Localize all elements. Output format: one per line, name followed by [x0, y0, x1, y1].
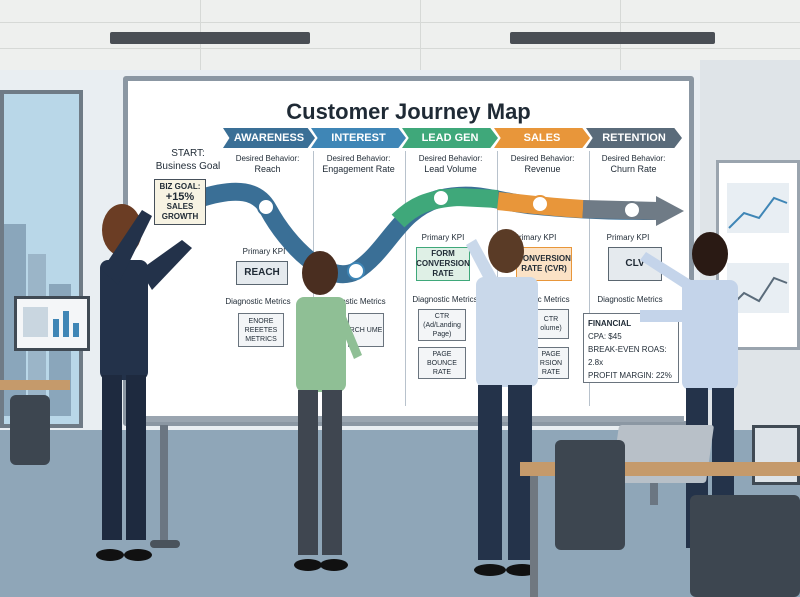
behavior-lead-gen: Desired Behavior:Lead Volume	[403, 153, 498, 175]
diagnostic-page-conversion: PAGE RSION RATE	[533, 347, 569, 379]
column-divider	[589, 151, 590, 406]
city-skyline	[4, 224, 71, 416]
primary-kpi-label: Primary KPI	[513, 233, 557, 242]
stage-node	[257, 198, 275, 216]
financial-box: FINANCIAL CPA: $45 BREAK-EVEN ROAS: 2.8x…	[583, 313, 679, 383]
start-label: START: Business Goal	[148, 147, 228, 173]
office-chair	[555, 440, 625, 550]
biz-goal-card: BIZ GOAL: +15% SALES GROWTH	[154, 179, 206, 225]
journey-flow-arrow	[189, 182, 684, 284]
behavior-interest: Desired Behavior:Engagement Rate	[311, 153, 406, 175]
behavior-sales: Desired Behavior:Revenue	[495, 153, 590, 175]
office-chair	[10, 395, 50, 465]
ceiling-light	[510, 32, 715, 44]
financial-roas: BREAK-EVEN ROAS: 2.8x	[588, 345, 667, 367]
kpi-conversion-rate: CONVERSION RATE (CVR)	[516, 247, 572, 281]
behavior-value: Reach	[254, 164, 281, 174]
office-chair	[690, 495, 800, 597]
ceiling-light	[110, 32, 310, 44]
flow-segment-retention	[582, 200, 659, 220]
ceiling-grid-line	[420, 0, 421, 70]
board-title: Customer Journey Map	[286, 99, 531, 124]
stage-lead-gen: LEAD GEN	[402, 128, 498, 148]
behavior-prefix: Desired Behavior:	[510, 154, 575, 163]
board-stand-leg	[160, 425, 168, 545]
stage-label: AWARENESS	[233, 132, 305, 144]
board-stand-foot	[150, 540, 180, 548]
stage-label: INTEREST	[331, 132, 386, 144]
stage-interest: INTEREST	[311, 128, 406, 148]
ceiling-grid-line	[0, 22, 800, 23]
behavior-prefix: Desired Behavior:	[326, 154, 391, 163]
flow-segment-lead-gen	[391, 187, 499, 228]
financial-cpa: CPA: $45	[588, 332, 622, 341]
ceiling-grid-line	[0, 48, 800, 49]
desk-leg	[530, 476, 538, 597]
diagnostic-page-bounce-rate: PAGE BOUNCE RATE	[418, 347, 466, 379]
stage-retention: RETENTION	[586, 128, 682, 148]
diagnostic-sales-ctr: CTR olume)	[533, 309, 569, 339]
stage-label: RETENTION	[602, 132, 666, 144]
marker-tray	[133, 416, 684, 422]
goal-value: +15%	[165, 191, 195, 203]
goal-heading: BIZ GOAL:	[159, 182, 201, 191]
primary-kpi-label: Primary KPI	[606, 233, 650, 242]
behavior-prefix: Desired Behavior:	[235, 154, 300, 163]
desk-monitor	[14, 296, 90, 351]
behavior-awareness: Desired Behavior:Reach	[220, 153, 315, 175]
person-woman-green-shirt	[294, 251, 362, 571]
behavior-prefix: Desired Behavior:	[601, 154, 666, 163]
primary-kpi-label: Primary KPI	[421, 233, 465, 242]
kpi-form-conversion-rate: FORM CONVERSION RATE	[416, 247, 470, 281]
goal-text: SALES	[166, 202, 194, 211]
diagnostic-awareness: ENORE REEETES METRICS	[238, 313, 284, 347]
primary-kpi-label: Primary KPI	[242, 247, 286, 256]
behavior-retention: Desired Behavior:Churn Rate	[586, 153, 681, 175]
goal-text: GROWTH	[161, 212, 199, 221]
column-divider	[405, 151, 406, 406]
diagnostic-metrics-label: Diagnostic Metrics	[412, 295, 478, 304]
behavior-value: Revenue	[524, 164, 561, 174]
behavior-value: Lead Volume	[424, 164, 477, 174]
financial-margin: PROFIT MARGIN: 22%	[588, 371, 672, 380]
laptop-screen	[752, 425, 800, 485]
arrow-head	[656, 196, 684, 226]
diagnostic-ctr: CTR (Ad/Landing Page)	[418, 309, 466, 341]
start-subheading: Business Goal	[155, 161, 221, 172]
stage-label: SALES	[523, 132, 561, 144]
stage-node	[623, 201, 641, 219]
diagnostic-metrics-label: Diagnostic Metrics	[597, 295, 663, 304]
stage-sales: SALES	[494, 128, 590, 148]
stage-node	[432, 189, 450, 207]
left-desk	[0, 380, 70, 390]
person-woman-navy-suit	[96, 204, 192, 561]
behavior-prefix: Desired Behavior:	[418, 154, 483, 163]
behavior-value: Churn Rate	[610, 164, 657, 174]
whiteboard: Customer Journey Map START: Business Goa…	[123, 76, 694, 426]
stage-node	[347, 262, 365, 280]
stage-awareness: AWARENESS	[223, 128, 315, 148]
stage-node	[531, 195, 549, 213]
behavior-value: Engagement Rate	[322, 164, 395, 174]
diagnostic-metrics-label: Diagnostic Metrics	[225, 297, 291, 306]
start-heading: START:	[171, 148, 205, 159]
stage-label: LEAD GEN	[421, 132, 479, 144]
diagnostic-metrics-label: Diagnostic Metrics	[320, 297, 386, 306]
kpi-reach: REACH	[236, 261, 288, 285]
financial-title: FINANCIAL	[588, 319, 632, 328]
